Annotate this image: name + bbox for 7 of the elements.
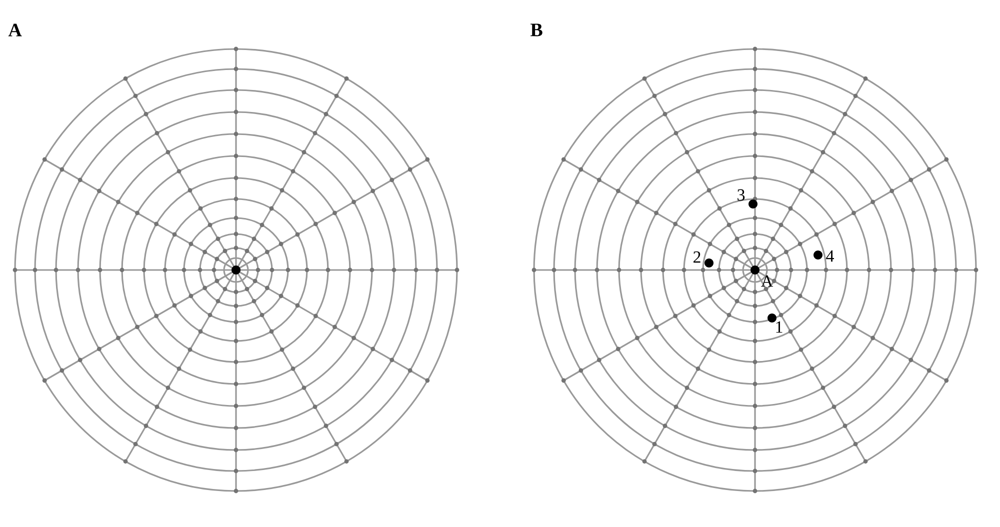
point-label: A (761, 275, 774, 287)
point-label: 1 (776, 321, 782, 333)
panel-label: A (8, 24, 22, 36)
point-label: 3 (738, 189, 745, 201)
point-label: 2 (694, 251, 700, 263)
panel-label: B (530, 24, 542, 36)
point-label: 4 (826, 250, 834, 262)
